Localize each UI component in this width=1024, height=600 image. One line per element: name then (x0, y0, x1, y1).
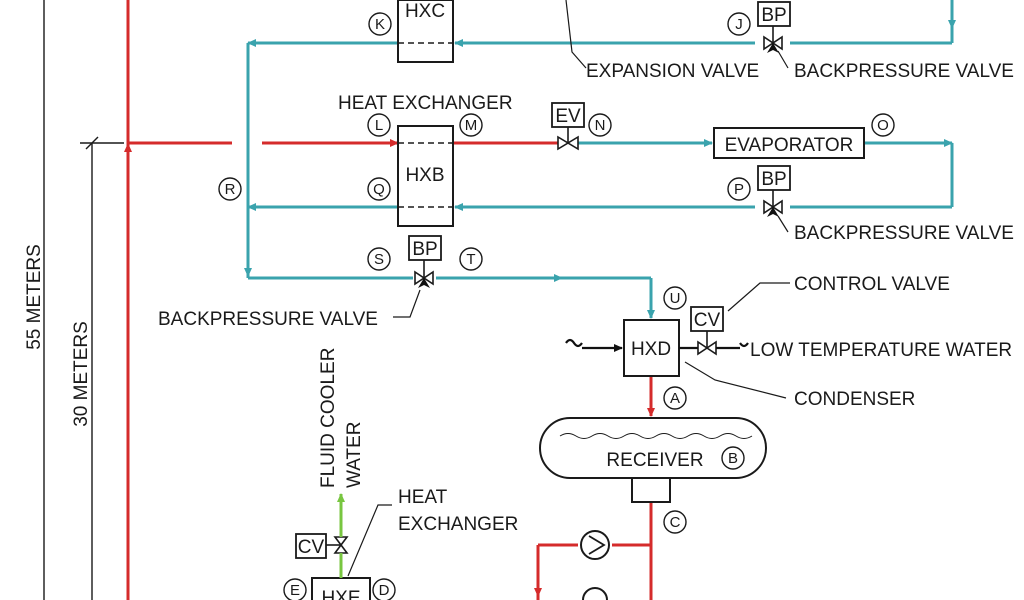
point-P: P (727, 177, 751, 201)
fluid-cooler-line2: WATER (344, 422, 365, 489)
hxe: HXE (311, 577, 371, 600)
cv-hxe-label: CV (298, 537, 325, 558)
backpressure-valve-st: BP (408, 235, 442, 288)
dimension-lines (43, 0, 124, 600)
svg-text:P: P (734, 181, 744, 198)
point-A: A (663, 386, 687, 410)
svg-text:R: R (225, 181, 236, 198)
state-points: K J L M N O R Q P S T U A B C E D (218, 12, 895, 600)
condenser-label: CONDENSER (794, 389, 915, 410)
svg-text:T: T (466, 251, 475, 268)
water-lines (565, 338, 749, 352)
svg-text:S: S (374, 251, 384, 268)
hxd-label: HXD (631, 339, 671, 360)
bp-p-label: BP (761, 169, 786, 190)
backpressure-valve-p-label: BACKPRESSURE VALVE (794, 223, 1014, 244)
ev-label: EV (555, 106, 581, 127)
point-C: C (663, 510, 687, 534)
control-valve-hxd: CV (690, 306, 724, 356)
point-S: S (367, 247, 391, 271)
svg-text:B: B (728, 450, 738, 467)
dimension-55: 55 METERS (24, 244, 45, 350)
svg-text:D: D (379, 582, 390, 599)
evaporator: EVAPORATOR (713, 127, 865, 159)
heat-exchanger-e-line1: HEAT (398, 487, 448, 508)
fluid-cooler-line1: FLUID COOLER (318, 348, 339, 488)
expansion-valve: EV (551, 102, 585, 151)
leader-lines (347, 0, 790, 577)
point-T: T (459, 247, 483, 271)
point-U: U (663, 286, 687, 310)
control-valve-hxe: CV (295, 533, 349, 559)
point-D: D (372, 578, 396, 600)
dimension-30: 30 METERS (71, 321, 92, 427)
cv-hxd-label: CV (694, 310, 721, 331)
vapor-lines (244, 0, 956, 319)
hxe-label: HXE (321, 588, 360, 600)
svg-text:Q: Q (373, 181, 385, 198)
svg-text:L: L (375, 117, 383, 134)
svg-text:U: U (670, 290, 681, 307)
hxd: HXD (623, 319, 680, 377)
backpressure-valve-top-label: BACKPRESSURE VALVE (794, 61, 1014, 82)
hxb: HXB (397, 125, 454, 227)
low-temp-water-label: LOW TEMPERATURE WATER (750, 340, 1012, 361)
svg-text:N: N (595, 117, 606, 134)
pump-1 (580, 530, 610, 560)
heat-exchanger-b-label: HEAT EXCHANGER (338, 93, 513, 114)
backpressure-valve-st-label: BACKPRESSURE VALVE (158, 309, 378, 330)
point-J: J (727, 12, 751, 36)
bp-st-label: BP (412, 239, 437, 260)
evaporator-label: EVAPORATOR (725, 135, 854, 156)
backpressure-valve-p: BP (757, 165, 791, 217)
expansion-valve-label: EXPANSION VALVE (586, 61, 759, 82)
svg-text:C: C (670, 514, 681, 531)
hxb-label: HXB (405, 165, 444, 186)
backpressure-valve-j: BP (757, 1, 791, 53)
svg-text:O: O (877, 117, 889, 134)
control-valve-label: CONTROL VALVE (794, 274, 950, 295)
heat-exchanger-e-line2: EXCHANGER (398, 514, 518, 535)
svg-text:K: K (375, 16, 385, 33)
point-R: R (218, 177, 242, 201)
hxc: HXC (397, 0, 454, 63)
svg-text:A: A (670, 390, 680, 407)
svg-text:M: M (465, 117, 478, 134)
svg-text:E: E (290, 582, 300, 599)
receiver: RECEIVER (539, 417, 767, 503)
point-L: L (367, 113, 391, 137)
bp-j-label: BP (761, 5, 786, 26)
receiver-label: RECEIVER (606, 450, 703, 471)
point-N: N (588, 113, 612, 137)
point-B: B (721, 446, 745, 470)
pump-2 (582, 587, 608, 600)
point-K: K (368, 12, 392, 36)
liquid-lines (124, 0, 655, 600)
point-E: E (283, 578, 307, 600)
point-Q: Q (367, 177, 391, 201)
svg-text:J: J (735, 16, 743, 33)
point-M: M (459, 113, 483, 137)
hxc-label: HXC (405, 1, 445, 22)
point-O: O (871, 113, 895, 137)
